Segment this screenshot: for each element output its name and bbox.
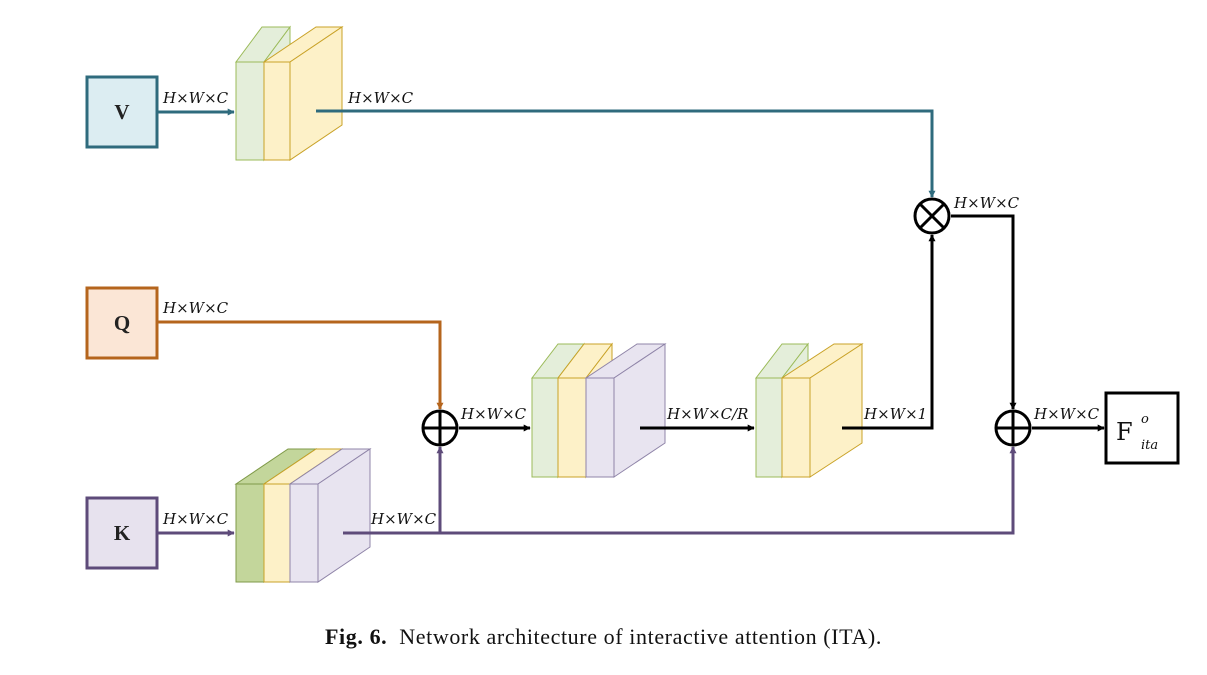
output-subscript: ita (1141, 438, 1158, 453)
v-conv-block (235, 25, 344, 162)
mid-conv-block (530, 342, 667, 479)
input-q-box: Q (85, 286, 159, 360)
k-block-layer-lavender (288, 448, 372, 583)
dim-label-block-end: H×W×1 (863, 405, 927, 423)
input-v-box: V (85, 75, 159, 149)
v-block-layer-yellow (262, 26, 344, 161)
output-symbol: F (1116, 418, 1133, 446)
mid-block-layer-lavender (584, 343, 667, 478)
dim-label-k-out: H×W×C (370, 510, 437, 528)
right-block-layer-yellow (780, 343, 864, 478)
input-k-box: K (85, 496, 159, 570)
input-k-label: K (114, 521, 131, 545)
dim-label-v-out: H×W×C (347, 89, 414, 107)
dim-label-q-in: H×W×C (162, 299, 229, 317)
dim-label-k-in: H×W×C (162, 510, 229, 528)
k-path-to-sum2 (343, 446, 1017, 535)
dim-label-multiply-out: H×W×C (953, 194, 1020, 212)
right-conv-block (754, 342, 864, 479)
figure-caption: Fig. 6. Network architecture of interacti… (0, 624, 1207, 650)
input-v-label: V (114, 100, 129, 124)
sum1-plus-icon (421, 409, 459, 447)
output-superscript: o (1141, 412, 1149, 427)
q-path-to-sum (157, 320, 444, 410)
multiply-to-sum2-path (951, 214, 1017, 410)
figure-caption-text: Network architecture of interactive atte… (399, 624, 882, 649)
multiply-icon (913, 197, 951, 235)
right-to-multiply-path (842, 234, 936, 430)
input-q-label: Q (114, 311, 130, 335)
dim-label-sum1-out: H×W×C (460, 405, 527, 423)
v-path-to-multiply (316, 109, 936, 198)
k-conv-block (234, 448, 372, 583)
dim-label-sum2-out: H×W×C (1033, 405, 1100, 423)
dim-label-v-in: H×W×C (162, 89, 229, 107)
output-box: F o ita (1104, 391, 1180, 465)
sum2-plus-icon (994, 409, 1032, 447)
dim-label-block-mid: H×W×C/R (666, 405, 748, 423)
figure-number: Fig. 6. (325, 624, 388, 649)
